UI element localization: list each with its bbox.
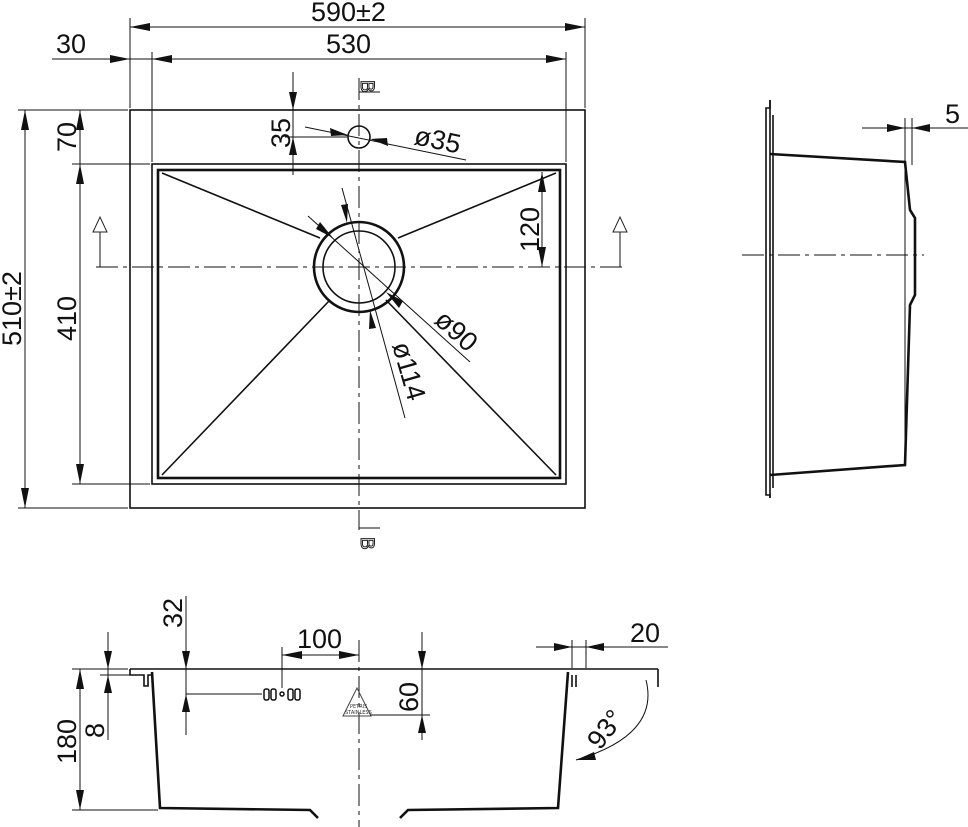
section-b-label-top: B — [356, 80, 377, 93]
diagonal-top-left — [161, 172, 321, 239]
svg-text:STAINLESS: STAINLESS — [345, 710, 372, 716]
overflow-slots — [263, 688, 301, 701]
leader-drain-outer — [341, 187, 406, 419]
outer-flange-outline — [129, 109, 586, 509]
section-marker-a-right — [612, 215, 628, 267]
diagonal-bottom-left — [161, 299, 331, 476]
dim-d90: ø90 — [429, 304, 484, 357]
side-bowl-profile — [769, 152, 917, 477]
dim-30: 30 — [56, 29, 86, 59]
dim-590: 590±2 — [311, 0, 386, 27]
diagonal-bottom-right — [385, 299, 557, 476]
dim-32: 32 — [158, 598, 188, 628]
svg-text:PETRIS: PETRIS — [350, 704, 367, 710]
section-marker-a-left — [92, 215, 108, 267]
dim-180: 180 — [52, 719, 82, 764]
dim-d35: ø35 — [412, 121, 464, 160]
dim-20: 20 — [630, 618, 660, 648]
dim-100: 100 — [297, 624, 342, 654]
side-view: 5 — [742, 99, 968, 498]
leader-drain-inner — [307, 215, 471, 363]
section-left-wall — [150, 671, 319, 819]
dim-510: 510±2 — [0, 271, 27, 346]
section-b-label-bottom: B — [356, 537, 377, 550]
dim-8: 8 — [80, 723, 110, 738]
dim-93: 93° — [581, 704, 630, 755]
dim-530: 530 — [326, 29, 371, 59]
dim-35: 35 — [266, 118, 296, 148]
dim-60: 60 — [394, 682, 424, 712]
dim-120: 120 — [515, 207, 545, 252]
diagonal-top-right — [397, 172, 557, 239]
section-right-wall — [399, 671, 570, 819]
brand-logo: PETRIS STAINLESS — [342, 686, 372, 717]
dim-410: 410 — [52, 296, 82, 341]
dim-d114: ø114 — [386, 338, 431, 404]
dim-70: 70 — [52, 122, 82, 152]
plan-view: B B 590±2 530 30 510±2 410 70 — [0, 0, 628, 550]
dim-5: 5 — [945, 99, 960, 129]
section-view: PETRIS STAINLESS 32 100 20 60 — [52, 596, 668, 827]
